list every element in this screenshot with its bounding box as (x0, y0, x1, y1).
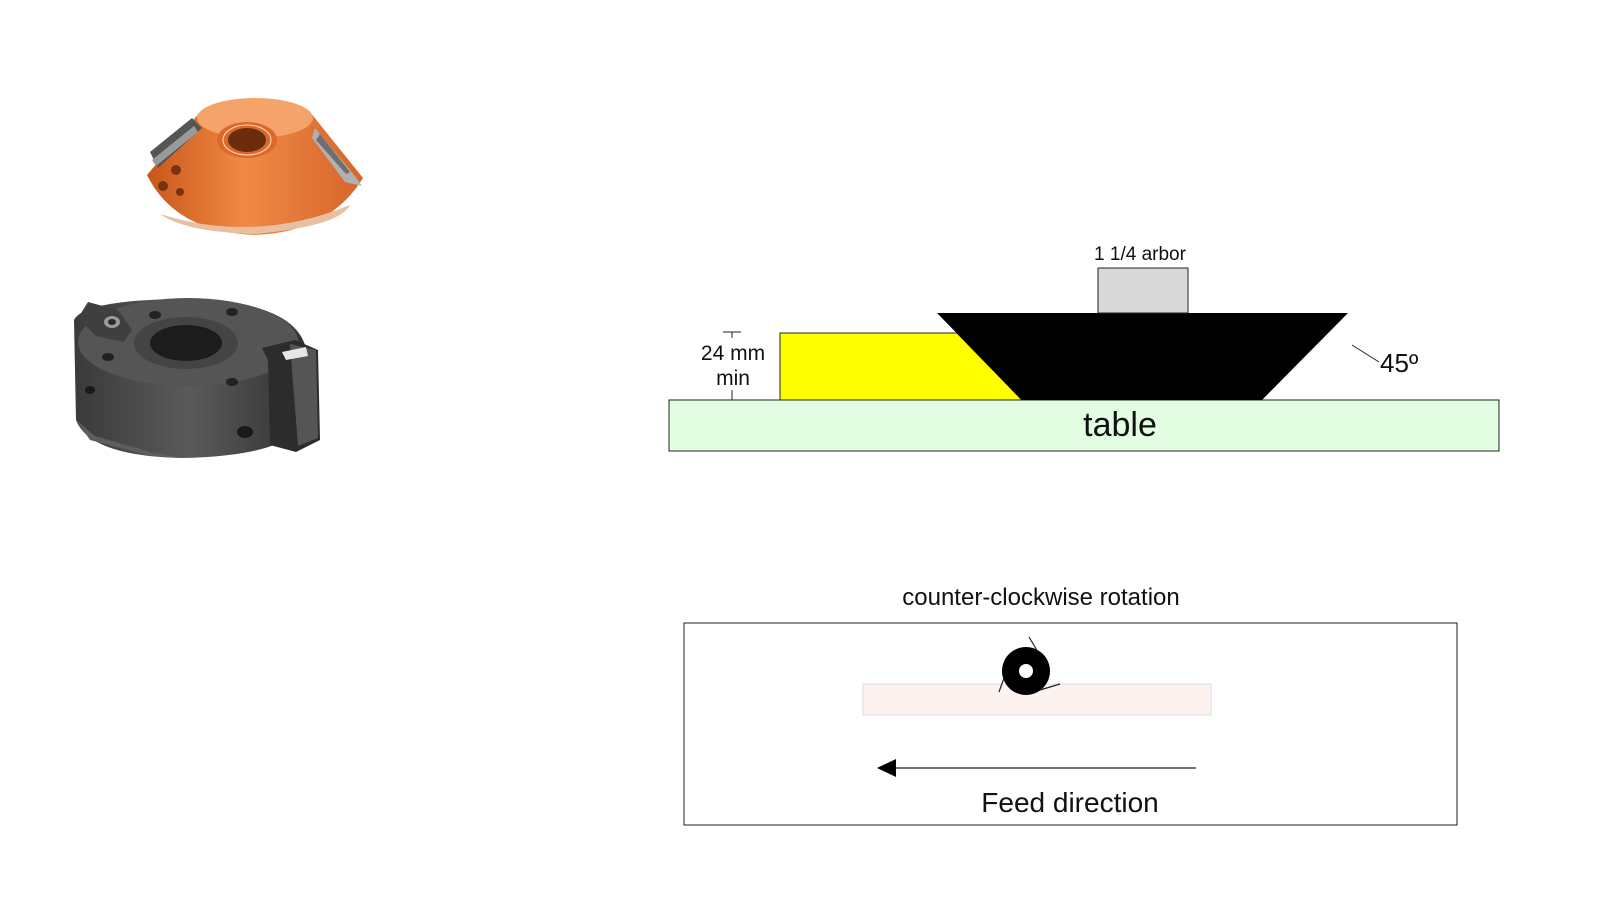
dimension-label-line2: min (716, 367, 750, 390)
table-label: table (1083, 406, 1157, 444)
cutter-profile (937, 313, 1348, 400)
dimension-label-line1: 24 mm (701, 342, 765, 365)
orange-cutter-head (147, 98, 363, 235)
arbor-label: 1 1/4 arbor (1094, 244, 1187, 265)
cutter-top-view (998, 636, 1061, 695)
gray-cutter-head (74, 298, 320, 458)
angle-label: 45º (1380, 348, 1419, 378)
feed-arrow (877, 759, 1196, 777)
rotation-label: counter-clockwise rotation (902, 584, 1179, 611)
dimension-label-backdrop (696, 338, 772, 390)
feed-direction-label: Feed direction (981, 787, 1158, 818)
table-surface (668, 399, 1500, 452)
feed-diagram-frame (683, 622, 1458, 826)
angle-leader-line (1351, 344, 1380, 363)
arbor-block (1097, 267, 1189, 314)
